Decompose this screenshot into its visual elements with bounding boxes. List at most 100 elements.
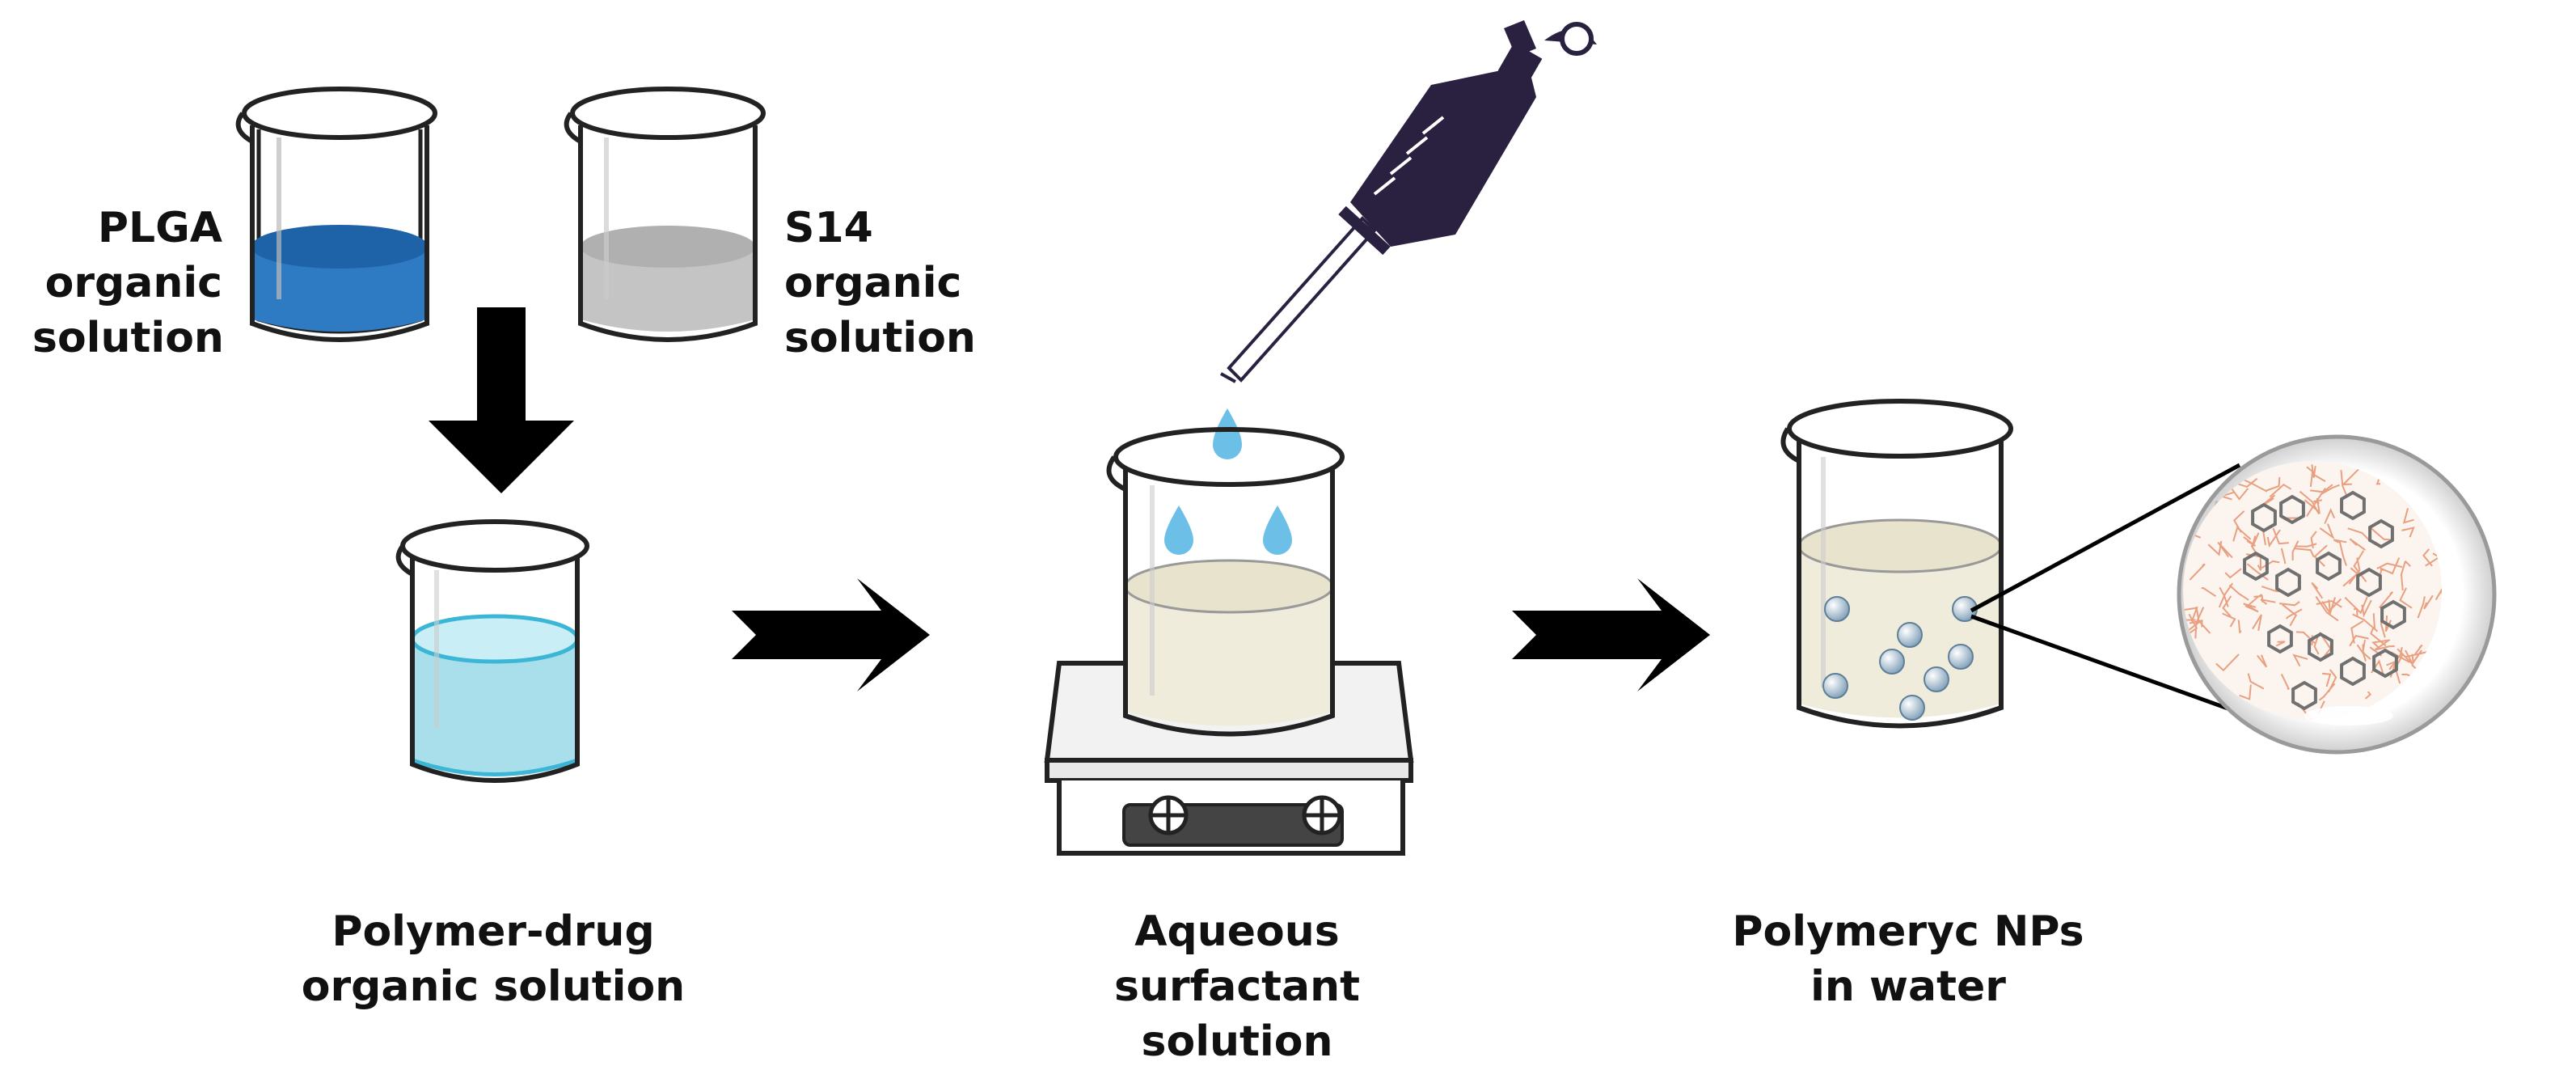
drug-molecule-ring [2275, 567, 2301, 598]
polymer-strand [2338, 541, 2347, 566]
polymer-strand [2281, 603, 2298, 627]
polymer-strand [2380, 557, 2401, 575]
polymer-strand [2347, 527, 2371, 543]
drug-molecule-ring [2340, 490, 2366, 521]
polymer-strand [2397, 648, 2414, 666]
drug-molecule-ring [2267, 624, 2293, 654]
polymer-strand [2291, 540, 2299, 561]
polymer-strand [2313, 544, 2328, 567]
polymer-strand [2313, 634, 2320, 655]
nps-liquid [1799, 531, 2001, 718]
label-line: surfactant [1114, 962, 1360, 1011]
surfactant-liquid [1125, 572, 1332, 726]
polymer-strand [2321, 597, 2337, 615]
drug-molecule-ring [2340, 656, 2366, 687]
polymer-strand [2353, 550, 2367, 582]
polymer-strand [2306, 487, 2326, 517]
polymer-strand [2311, 582, 2324, 599]
polymer-strand [2201, 586, 2216, 598]
polymer-strand [2207, 540, 2223, 556]
label-aqueous-surfactant-solution: Aqueous surfactant solution [1067, 904, 1407, 1069]
polymer-strand [2228, 584, 2249, 601]
beaker-nps-icon [1780, 399, 2013, 729]
polymer-strand [2246, 563, 2269, 581]
polymer-strand [2280, 673, 2291, 690]
magnifier-icon [2177, 434, 2497, 755]
polymer-strand [2405, 650, 2430, 658]
arrow-down-icon [429, 307, 574, 493]
polymer-strand [2237, 620, 2242, 634]
nanoparticle-icon [1924, 666, 1949, 692]
polymer-strand [2247, 673, 2265, 690]
polymer-strand [2369, 527, 2392, 541]
polymer-strand [2423, 594, 2434, 610]
polymer-strand [2402, 508, 2414, 524]
drug-molecule-ring [2380, 599, 2406, 630]
drug-molecule-ring [2243, 551, 2269, 582]
mixture-liquid [412, 624, 577, 775]
polymer-strand [2319, 523, 2335, 540]
polymer-strand [2183, 607, 2198, 622]
polymer-strand [2239, 684, 2252, 700]
polymer-strand [2422, 548, 2433, 567]
polymer-strand [2217, 541, 2233, 559]
droplet-1-icon [1213, 408, 1242, 459]
polymer-strand [2417, 596, 2426, 619]
nanoparticle-icon [1879, 649, 1905, 675]
label-plga-solution: PLGA organic solution [32, 201, 224, 366]
arrow-right-2-icon [1512, 578, 1710, 692]
polymer-strand [2356, 644, 2371, 660]
polymer-strand [2349, 538, 2366, 551]
polymer-strand [2280, 548, 2287, 565]
polymer-strand [2286, 608, 2303, 620]
polymer-strand [2292, 653, 2308, 667]
polymer-strand [2232, 526, 2252, 542]
polymer-strand [2252, 614, 2262, 631]
label-polymeric-nps: Polymeryc NPs in water [1682, 904, 2135, 1014]
polymer-strand [2361, 599, 2372, 618]
polymer-strand [2222, 595, 2232, 617]
polymer-strand [2243, 603, 2257, 608]
polymer-strand [2401, 527, 2415, 538]
nanoparticle-icon [1948, 644, 1974, 670]
beaker-plga-icon [235, 87, 437, 342]
polymer-strand [2320, 484, 2340, 496]
label-line: solution [784, 314, 976, 362]
beaker-s14-icon [564, 87, 766, 342]
drug-molecule-ring [2308, 632, 2333, 662]
polymer-strand [2348, 557, 2361, 585]
polymer-strand [2388, 647, 2403, 670]
polymer-strand [2253, 594, 2264, 603]
polymer-strand [2304, 497, 2321, 514]
beaker-aqueous-icon [1106, 427, 1345, 737]
nanoparticles [1822, 596, 1978, 721]
polymer-strand [2189, 563, 2206, 581]
polymer-strand [2272, 527, 2289, 545]
polymer-strand [2324, 508, 2336, 524]
polymer-strand [2435, 585, 2442, 601]
drug-molecule-ring [2316, 551, 2342, 582]
label-line: solution [1141, 1017, 1333, 1066]
label-line: PLGA [97, 204, 222, 252]
polymer-strand [2372, 613, 2375, 629]
polymer-strand [2294, 548, 2315, 558]
polymer-strand [2262, 531, 2266, 546]
polymer-strand [2218, 582, 2234, 608]
polymer-strand [2228, 484, 2249, 501]
polymer-strand [2278, 601, 2300, 607]
drug-molecule-ring [2279, 494, 2305, 525]
label-line: Aqueous [1134, 907, 1340, 956]
polymer-strand [2257, 654, 2268, 668]
polymer-strand [2257, 556, 2262, 571]
polymer-strand [2349, 634, 2369, 647]
drug-molecule-ring [2372, 648, 2398, 679]
label-line: organic [784, 259, 962, 307]
label-line: solution [32, 314, 224, 362]
polymer-strand [2341, 467, 2360, 486]
drug-molecule-ring [2291, 680, 2317, 711]
label-polymer-drug-solution: Polymer-drug organic solution [251, 904, 736, 1014]
polymer-strand [2350, 620, 2364, 644]
polymer-strand [2344, 596, 2368, 615]
